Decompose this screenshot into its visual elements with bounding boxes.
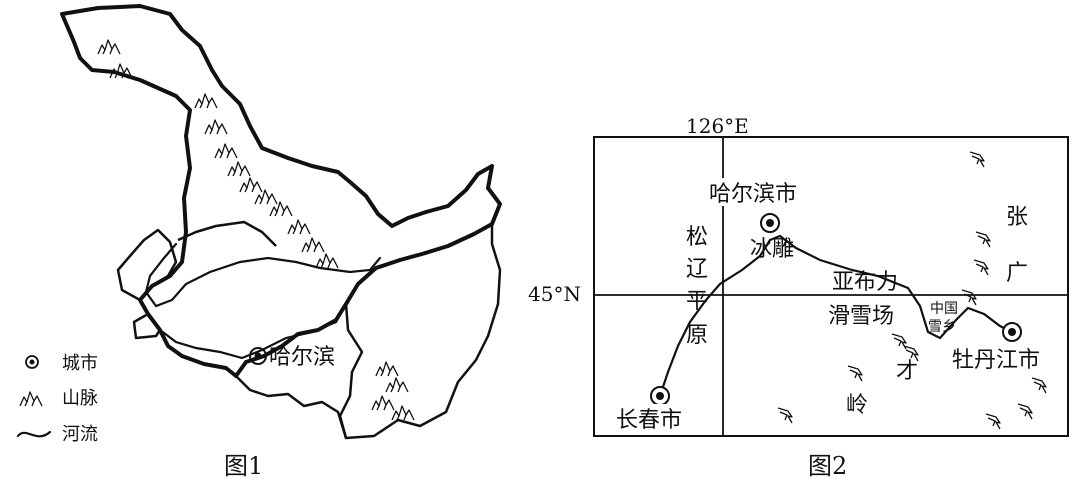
southeast-neighbor-border [338, 224, 502, 440]
range-char: 广 [1006, 261, 1028, 286]
figure1-map: 哈尔滨 城市 山脉 河流 图1 [16, 4, 502, 479]
map-frame [593, 136, 1069, 437]
harbin-label-bg [706, 178, 830, 206]
range-char: 才 [896, 359, 918, 384]
plain-char: 辽 [686, 257, 708, 282]
southwest-neighbor-border [116, 228, 178, 302]
changchun-city-marker [650, 386, 670, 406]
longitude-label: 126°E [686, 114, 749, 138]
songhua-river [144, 242, 382, 308]
yabuli-label-line2: 滑雪场 [828, 304, 894, 329]
figure1-caption: 图1 [224, 452, 263, 479]
mountain-icon [19, 391, 43, 407]
range-label: 张 广 才 岭 [846, 205, 1028, 418]
mudanjiang-city-label: 牡丹江市 [952, 348, 1040, 373]
mudanjiang-label-bg [950, 344, 1066, 372]
plain-label: 松 辽 平 原 [686, 225, 708, 348]
river-icon [16, 430, 52, 438]
songhua-river-south [158, 302, 348, 360]
range-char: 岭 [846, 393, 868, 418]
harbin-label: 哈尔滨 [269, 345, 335, 370]
plain-char: 松 [686, 225, 708, 250]
legend: 城市 山脉 河流 [16, 353, 98, 445]
ice-sculpture-label: 冰雕 [750, 237, 794, 262]
plain-char: 原 [686, 323, 708, 348]
snow-town-label-line2: 雪乡 [928, 319, 956, 335]
mudanjiang-city-marker [1002, 322, 1022, 342]
harbin-city-marker [760, 213, 780, 233]
city-marker-icon [25, 355, 39, 369]
legend-city-label: 城市 [62, 353, 98, 374]
range-char: 张 [1006, 205, 1028, 230]
harbin-city-marker [249, 347, 267, 365]
changchun-city-label: 长春市 [616, 408, 682, 433]
inner-division-line [177, 220, 277, 247]
latitude-label: 45°N [528, 282, 581, 306]
changchun-label-bg [614, 404, 706, 432]
southern-border [235, 375, 348, 439]
figure2-caption: 图2 [808, 452, 847, 479]
province-outer-border [60, 4, 502, 378]
legend-mountain-label: 山脉 [62, 388, 98, 409]
snow-town-label-line1: 中国 [930, 301, 958, 317]
figure2-map: 126°E 45°N 哈尔滨市 长春市 牡丹江市 冰雕 亚布力 滑雪场 中国 雪… [528, 114, 1069, 479]
west-neighbor-border [132, 312, 162, 340]
harbin-city-label: 哈尔滨市 [709, 182, 797, 207]
route-line [658, 234, 1014, 398]
plain-char: 平 [686, 289, 708, 314]
yabuli-label-line1: 亚布力 [832, 270, 898, 295]
legend-river-label: 河流 [62, 424, 98, 445]
